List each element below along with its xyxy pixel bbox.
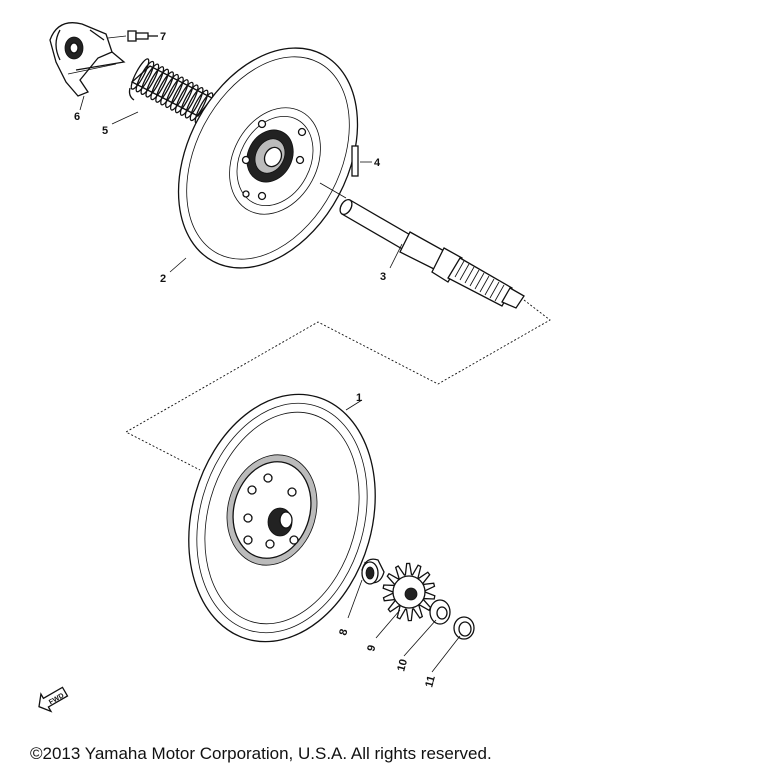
callout-9: 9 <box>365 644 378 653</box>
part-7-pin <box>107 30 158 42</box>
callout-1: 1 <box>356 392 362 404</box>
part-8-collar <box>361 558 385 585</box>
callout-4: 4 <box>374 157 381 169</box>
part-2-sliding-sheave <box>177 47 359 269</box>
callout-11: 11 <box>423 674 438 688</box>
fwd-arrow-icon: FWD <box>38 686 69 713</box>
callout-6: 6 <box>74 111 80 123</box>
part-1-fixed-sheave <box>188 393 376 643</box>
callout-5: 5 <box>102 125 108 137</box>
part-4-key <box>351 145 372 177</box>
callout-2: 2 <box>160 273 166 285</box>
part-3-shaft <box>319 182 525 309</box>
part-6-cam-arm <box>49 22 126 97</box>
part-10-washer <box>429 599 451 625</box>
callout-10: 10 <box>395 658 410 673</box>
assembly-leader-line <box>125 299 551 471</box>
part-11-ring <box>453 616 475 640</box>
callout-7: 7 <box>160 31 166 43</box>
callout-8: 8 <box>337 628 350 637</box>
callout-leaders <box>79 95 461 673</box>
copyright-notice: ©2013 Yamaha Motor Corporation, U.S.A. A… <box>30 744 492 763</box>
callout-3: 3 <box>380 271 386 283</box>
part-9-sprocket <box>382 562 436 622</box>
